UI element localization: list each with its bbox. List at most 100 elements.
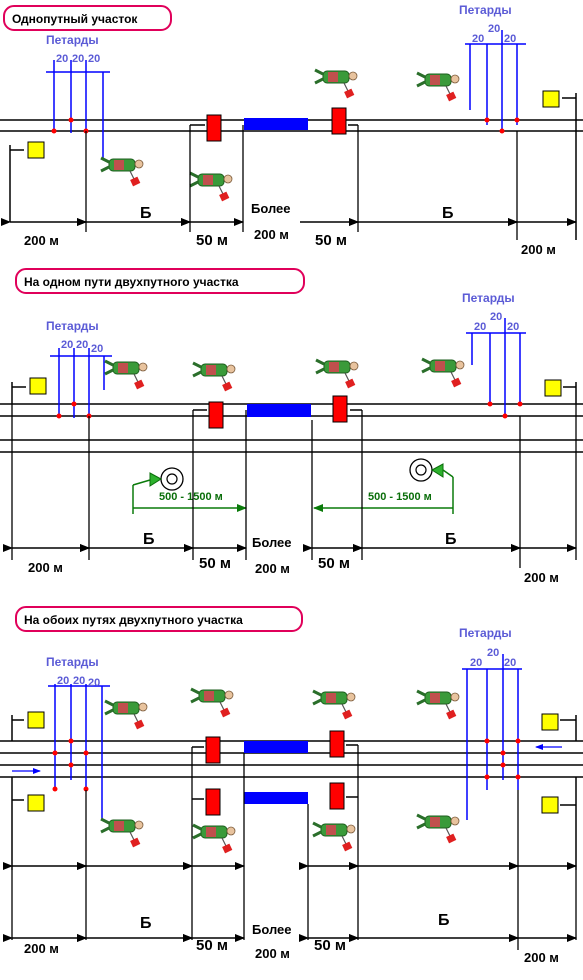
segment-b-label: Б <box>143 531 155 548</box>
petards-label-right: Петарды <box>462 291 515 305</box>
petard-lines-right <box>466 318 526 416</box>
gap-label: 20 <box>76 339 88 351</box>
distance-label: 50 м <box>314 937 346 954</box>
segment-b-label: Б <box>140 915 152 932</box>
warning-signal-icon <box>11 777 45 870</box>
gap-label: 20 <box>73 675 85 687</box>
more-label: Более <box>252 535 292 550</box>
distance-label: 50 м <box>199 555 231 572</box>
panel-one-track-double: На одном пути двухпутного участка Петард… <box>0 268 583 585</box>
work-zone <box>244 792 308 804</box>
distance-label: 200 м <box>24 941 59 956</box>
distance-label: 200 м <box>255 946 290 961</box>
petards-label-right: Петарды <box>459 3 512 17</box>
horn-icon <box>132 467 184 514</box>
distance-label: 50 м <box>196 937 228 954</box>
petard-dot <box>514 117 520 123</box>
panel-title: На обоих путях двухпутного участка <box>24 613 243 627</box>
stop-signal-icon <box>208 401 224 429</box>
gap-label: 20 <box>507 321 519 333</box>
worker-with-flag-icon <box>314 358 360 390</box>
petard-dot <box>484 117 490 123</box>
work-zone <box>247 404 311 417</box>
distance-label: 50 м <box>318 555 350 572</box>
work-zone <box>244 118 308 130</box>
stop-signal-icon <box>205 736 221 764</box>
petards-label-left: Петарды <box>46 319 99 333</box>
petard-dot <box>68 117 74 123</box>
gap-label: 20 <box>61 339 73 351</box>
stop-signal-icon <box>329 730 345 758</box>
stop-signal-icon <box>205 788 221 816</box>
gap-label: 20 <box>474 321 486 333</box>
worker-with-flag-icon <box>191 361 237 393</box>
warning-signal-icon <box>541 713 577 741</box>
worker-with-flag-icon <box>103 359 149 391</box>
gap-label: 20 <box>88 677 100 689</box>
gap-label: 20 <box>88 53 100 65</box>
distance-label: 200 м <box>524 570 559 585</box>
petard-lines-left <box>48 684 110 820</box>
worker-with-flag-icon <box>189 687 235 719</box>
petard-lines-left <box>46 60 110 160</box>
worker-with-flag-icon <box>311 821 357 853</box>
worker-with-flag-icon <box>311 689 357 721</box>
horn-range-label: 500 - 1500 м <box>159 491 223 503</box>
warning-signal-icon <box>541 777 577 870</box>
panel-title-frame <box>15 268 305 294</box>
gap-label: 20 <box>504 33 516 45</box>
worker-with-flag-icon <box>99 817 145 849</box>
panel-both-tracks-double: На обоих путях двухпутного участка Петар… <box>0 606 583 965</box>
segment-b-label: Б <box>445 531 457 548</box>
distance-label: 200 м <box>255 561 290 576</box>
panel-title: На одном пути двухпутного участка <box>24 275 239 289</box>
distance-label: 200 м <box>24 233 59 248</box>
worker-with-flag-icon <box>103 699 149 731</box>
worker-with-flag-icon <box>420 357 466 389</box>
worker-with-flag-icon <box>188 171 234 203</box>
petard-lines-right <box>462 654 522 820</box>
warning-signal-icon <box>544 379 577 404</box>
petard-dot <box>51 128 57 134</box>
segment-b-label: Б <box>438 912 450 929</box>
worker-with-flag-icon <box>415 71 461 103</box>
worker-with-flag-icon <box>313 68 359 100</box>
work-zone <box>244 741 308 753</box>
more-label: Более <box>252 922 292 937</box>
petard-lines-right <box>465 30 526 131</box>
gap-label: 20 <box>487 647 499 659</box>
horn-range-label: 500 - 1500 м <box>368 491 432 503</box>
distance-label: 50 м <box>315 232 347 249</box>
stop-signal-icon <box>331 107 347 135</box>
gap-label: 20 <box>470 657 482 669</box>
worker-with-flag-icon <box>191 823 237 855</box>
segment-b-label: Б <box>442 205 454 222</box>
panel-title: Однопутный участок <box>12 12 138 26</box>
stop-signal-icon <box>206 114 222 142</box>
gap-label: 20 <box>91 343 103 355</box>
worker-with-flag-icon <box>99 156 145 188</box>
gap-label: 20 <box>472 33 484 45</box>
gap-label: 20 <box>488 23 500 35</box>
gap-label: 20 <box>490 311 502 323</box>
petard-lines-left <box>50 348 112 418</box>
distance-label: 200 м <box>524 950 559 965</box>
panel-title-frame <box>3 5 172 31</box>
distance-label: 50 м <box>196 232 228 249</box>
gap-label: 20 <box>57 675 69 687</box>
warning-signal-icon <box>9 141 45 222</box>
more-label: Более <box>251 201 291 216</box>
panel-single-track: Однопутный участок Петарды 20 20 20 Пета… <box>0 3 583 257</box>
gap-label: 20 <box>56 53 68 65</box>
stop-signal-icon <box>329 782 345 810</box>
petards-label-left: Петарды <box>46 655 99 669</box>
petard-dot <box>499 128 505 134</box>
gap-label: 20 <box>72 53 84 65</box>
petards-label-left: Петарды <box>46 33 99 47</box>
horn-icon <box>409 458 454 514</box>
distance-label: 200 м <box>28 560 63 575</box>
distance-label: 200 м <box>521 242 556 257</box>
worker-with-flag-icon <box>415 689 461 721</box>
warning-signal-icon <box>542 90 577 240</box>
